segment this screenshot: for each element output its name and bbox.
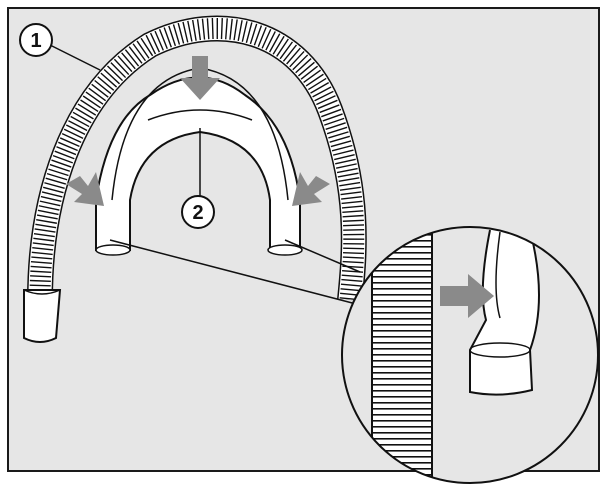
leader-line-upper	[109, 239, 361, 306]
callout-1-leader	[47, 43, 101, 71]
callout-2-label: 2	[192, 202, 203, 224]
magnified-detail-circle	[341, 226, 599, 484]
callout-1: 1	[19, 23, 53, 57]
drain-hose	[23, 15, 367, 343]
press-arrow-left	[66, 172, 104, 206]
press-arrow-detail	[440, 274, 494, 318]
callout-2: 2	[181, 195, 215, 229]
callout-1-label: 1	[30, 30, 41, 52]
hose-end-sleeve	[23, 289, 62, 343]
press-arrow-right	[292, 172, 330, 206]
press-arrow-top	[180, 56, 220, 100]
leader-line-lower	[284, 239, 361, 273]
